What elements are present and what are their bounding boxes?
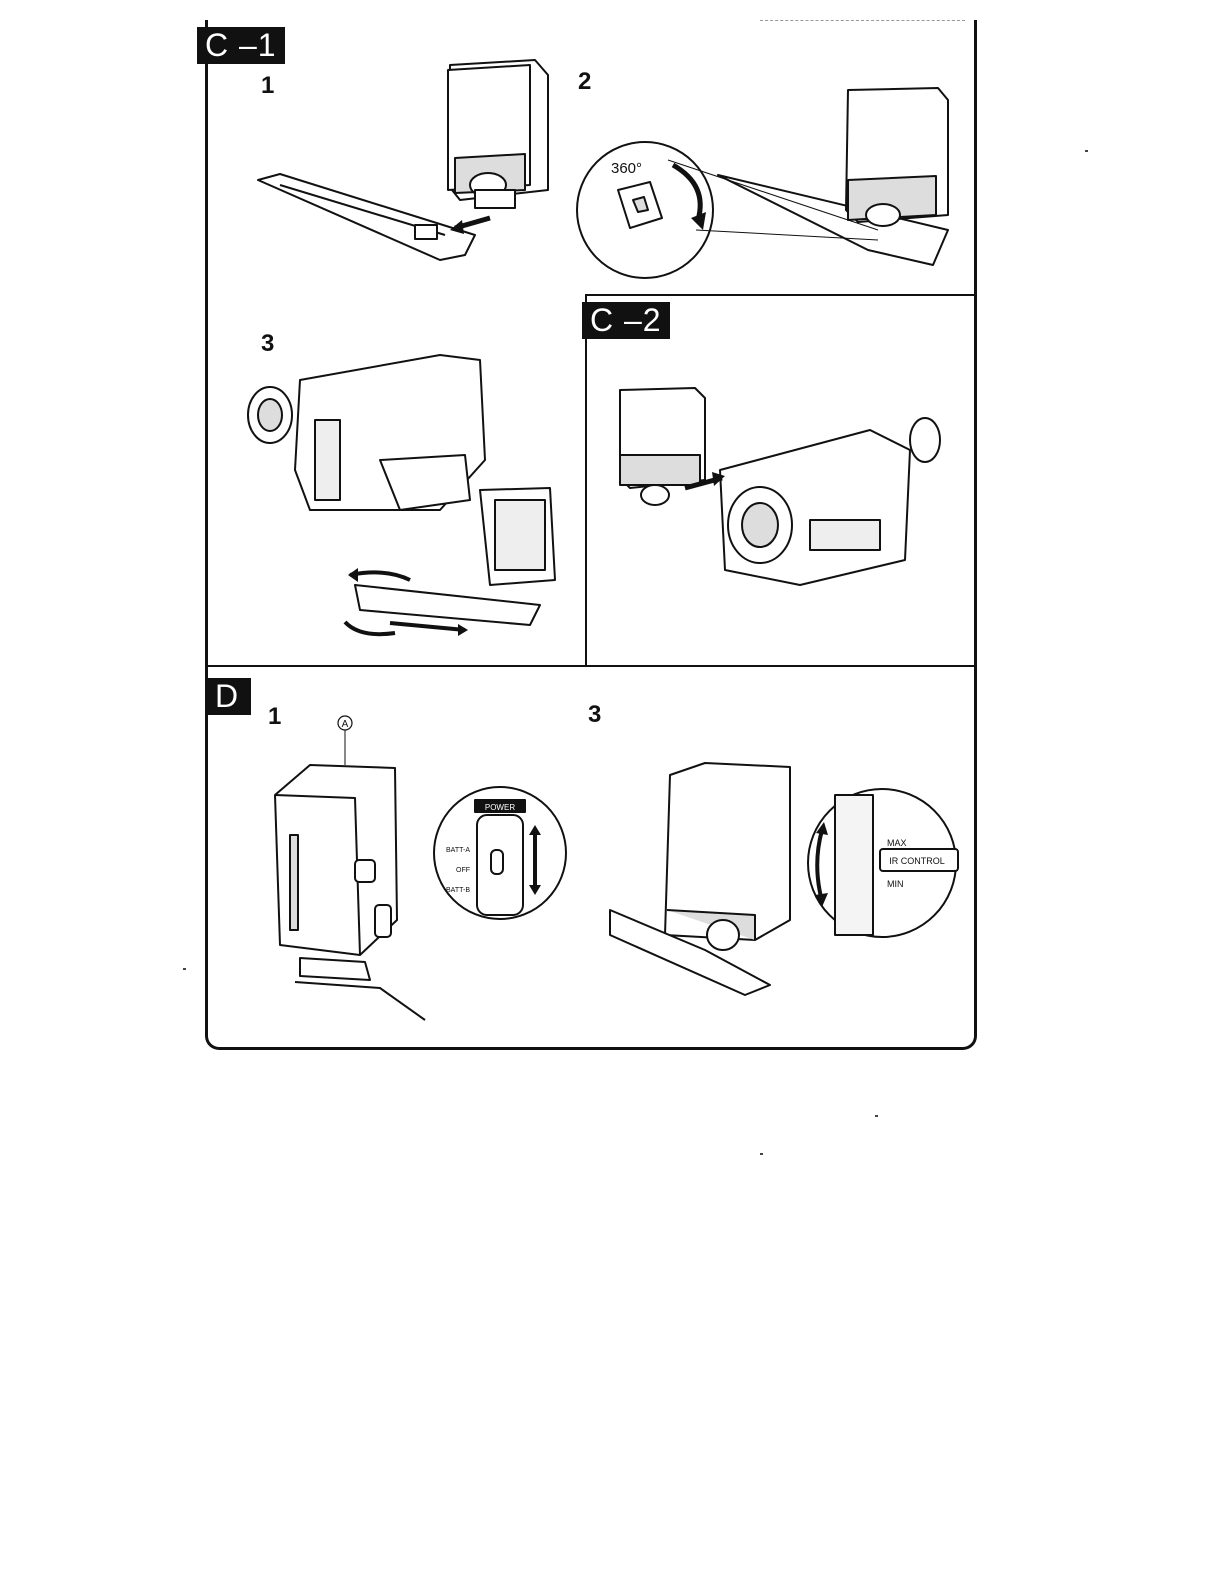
divider-c1-c2 bbox=[585, 294, 974, 296]
step-number-d-3: 3 bbox=[588, 703, 601, 727]
marker-a: A bbox=[342, 719, 349, 730]
illustration-d-step1: POWER BATT-A OFF BATT-B A bbox=[265, 720, 575, 1020]
divider-d bbox=[205, 665, 975, 667]
illustration-d-step3: IR CONTROL MAX MIN bbox=[605, 755, 965, 1005]
section-label-c2: C –2 bbox=[582, 302, 670, 339]
section-label-d: D bbox=[205, 678, 251, 715]
rotation-angle-label: 360° bbox=[611, 160, 642, 177]
power-switch-title: POWER bbox=[485, 803, 515, 812]
ir-control-max: MAX bbox=[887, 838, 907, 848]
illustration-c1-step2: 360° bbox=[578, 80, 968, 290]
scan-speck bbox=[183, 968, 186, 970]
ir-control-min: MIN bbox=[887, 879, 904, 889]
illustration-c2 bbox=[600, 370, 960, 610]
illustration-c1-step1 bbox=[250, 50, 570, 290]
ir-control-label: IR CONTROL bbox=[889, 856, 945, 866]
scan-speck bbox=[1085, 150, 1088, 152]
power-switch-batt-b: BATT-B bbox=[446, 887, 470, 894]
power-switch-off: OFF bbox=[456, 867, 470, 874]
scan-speck bbox=[760, 1153, 763, 1155]
power-switch-batt-a: BATT-A bbox=[446, 847, 470, 854]
illustration-c1-step3 bbox=[240, 340, 580, 650]
scan-speck bbox=[875, 1115, 878, 1117]
divider-vertical bbox=[585, 294, 587, 667]
